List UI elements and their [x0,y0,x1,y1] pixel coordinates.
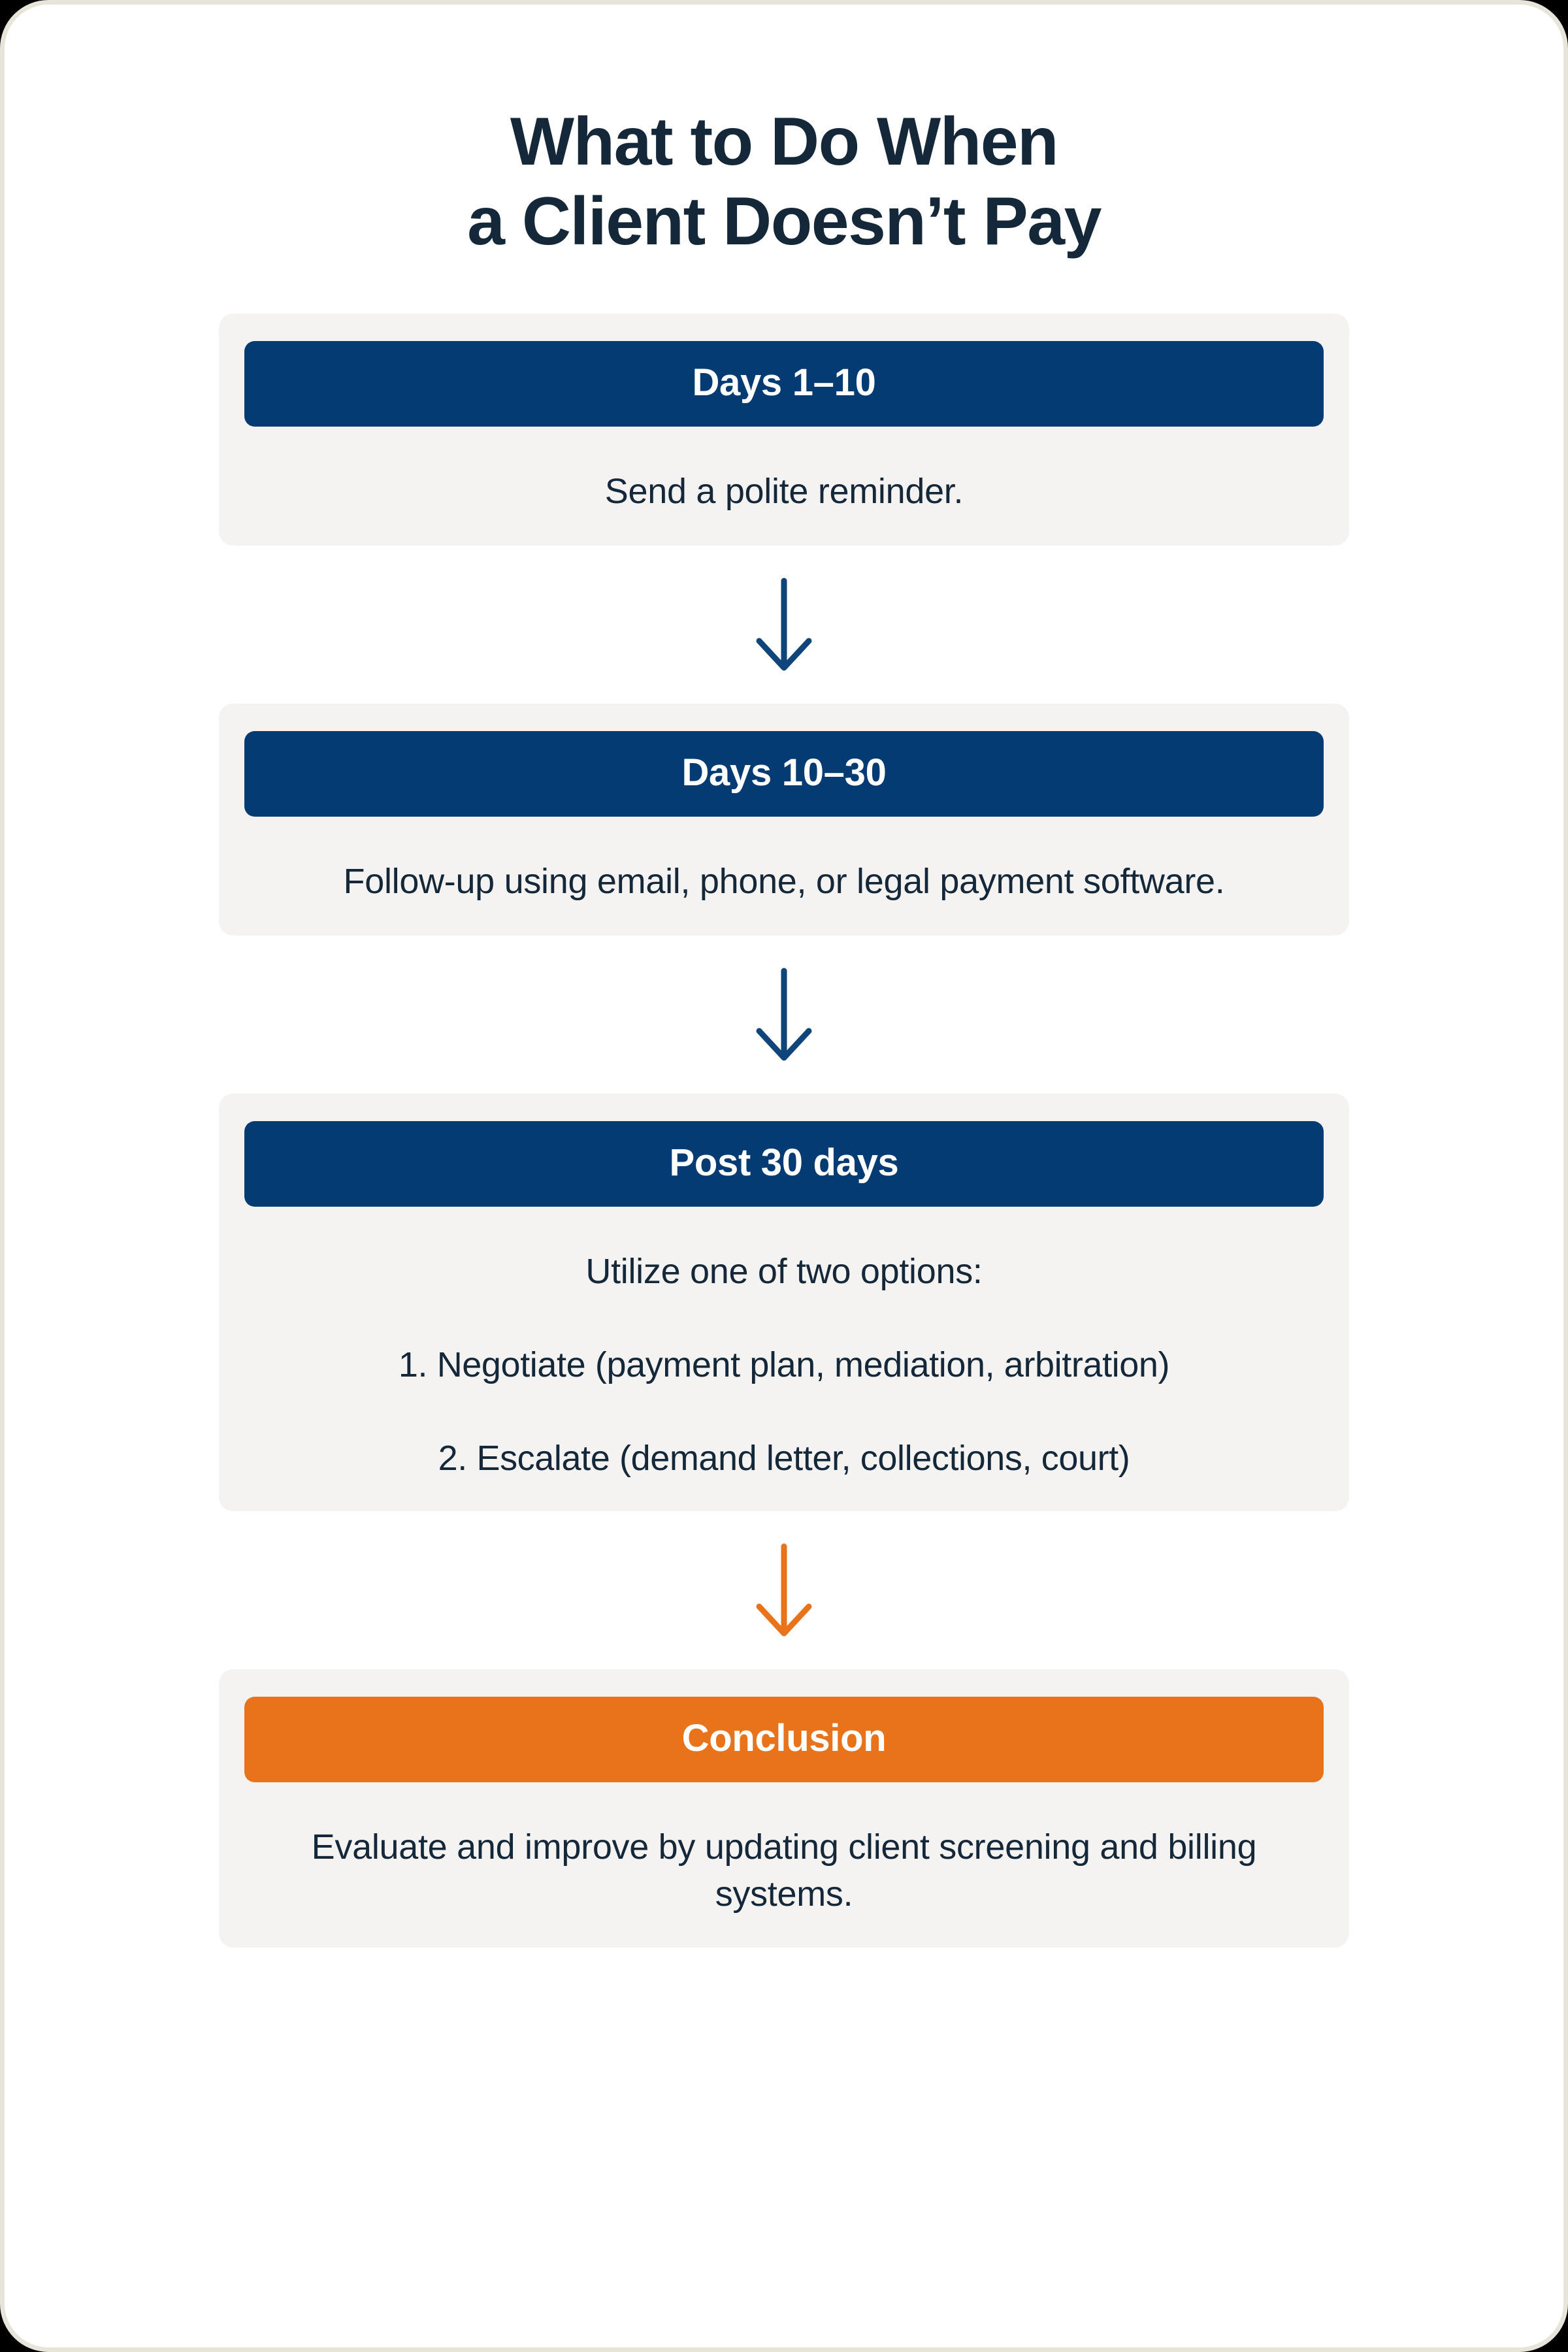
step-stack: Days 1–10 Send a polite reminder. Days 1… [219,314,1349,1948]
step-header-post-30-days: Post 30 days [244,1120,1324,1207]
infographic-flowchart: What to Do When a Client Doesn’t Pay Day… [5,5,1563,2347]
step-option-item-1: 1. Negotiate (payment plan, mediation, a… [398,1345,1170,1385]
arrow-down-icon-2 [748,966,820,1064]
page-title-line-1: What to Do When [510,104,1059,180]
step-option-item-2: 2. Escalate (demand letter, collections,… [438,1438,1130,1478]
step-options-list: 1. Negotiate (payment plan, mediation, a… [245,1295,1323,1480]
arrow-down-icon-3 [748,1541,820,1639]
step-header-conclusion: Conclusion [244,1696,1324,1782]
step-card-days-1-10: Days 1–10 Send a polite reminder. [219,314,1349,546]
step-card-days-10-30: Days 10–30 Follow-up using email, phone,… [219,704,1349,936]
step-body-post-30-days: Utilize one of two options: [585,1251,983,1291]
step-header-days-10-30: Days 10–30 [244,731,1324,817]
step-body-conclusion: Evaluate and improve by updating client … [311,1827,1257,1914]
page-title: What to Do When a Client Doesn’t Pay [5,103,1563,261]
step-card-conclusion: Conclusion Evaluate and improve by updat… [219,1669,1349,1948]
step-card-post-30-days: Post 30 days Utilize one of two options:… [219,1093,1349,1511]
step-body-days-1-10: Send a polite reminder. [604,472,964,512]
page-title-line-2: a Client Doesn’t Pay [467,183,1102,259]
step-header-days-1-10: Days 1–10 [244,341,1324,427]
step-body-days-10-30: Follow-up using email, phone, or legal p… [343,861,1225,901]
arrow-down-icon-1 [748,576,820,674]
